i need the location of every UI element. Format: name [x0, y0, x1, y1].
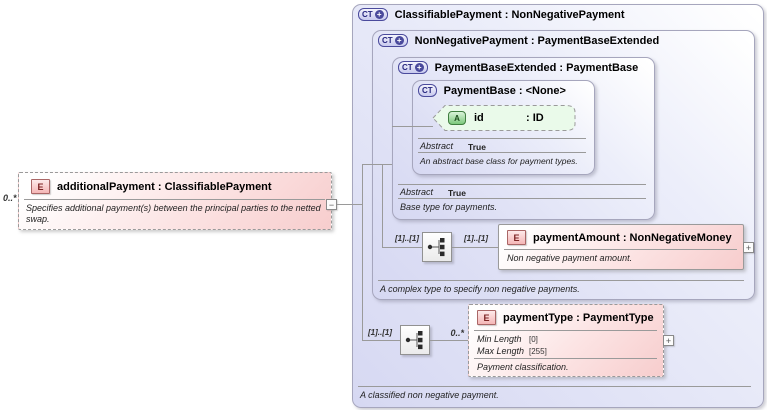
- complex-type-title: ClassifiablePayment : NonNegativePayment: [394, 8, 625, 21]
- ct-icon-label: CT: [422, 86, 433, 95]
- element-icon: E: [477, 310, 496, 325]
- complex-type-icon: CT+: [398, 61, 428, 74]
- occurrence-label: 0..*: [450, 328, 464, 338]
- facet-divider: [474, 330, 657, 331]
- attribute-name: id: [474, 112, 484, 124]
- connector-line: [430, 340, 468, 341]
- e-icon-label: E: [513, 232, 520, 243]
- facet-divider: [398, 198, 646, 199]
- element-icon: E: [31, 179, 50, 194]
- connector-line: [337, 204, 362, 205]
- attribute-type: : ID: [526, 112, 544, 124]
- ct-icon-label: CT: [362, 10, 373, 19]
- facet-value: [0]: [529, 335, 538, 344]
- element-title: additionalPayment : ClassifiablePayment: [57, 180, 272, 193]
- complex-type-header[interactable]: CT+ ClassifiablePayment : NonNegativePay…: [358, 8, 625, 21]
- complex-type-title: PaymentBase : <None>: [443, 84, 566, 97]
- facet-divider: [398, 184, 646, 185]
- element-box-additional-payment[interactable]: E additionalPayment : ClassifiablePaymen…: [18, 172, 332, 230]
- complex-type-icon: CT: [418, 84, 437, 97]
- attribute-icon: A: [448, 111, 466, 125]
- complex-type-annotation: A classified non negative payment.: [360, 390, 499, 400]
- ct-icon-label: CT: [382, 36, 393, 45]
- annotation-divider: [358, 386, 751, 387]
- connector-line: [362, 340, 400, 341]
- complex-type-title: PaymentBaseExtended : PaymentBase: [434, 61, 639, 74]
- abstract-facet-label: Abstract: [400, 187, 434, 197]
- connector-line: [392, 126, 433, 127]
- facet-label: Max Length: [477, 346, 525, 356]
- annotation-divider: [504, 249, 737, 250]
- connector-line: [362, 164, 392, 165]
- ct-icon-label: CT: [402, 63, 413, 72]
- element-box-payment-amount[interactable]: E paymentAmount : NonNegativeMoney Non n…: [498, 224, 744, 270]
- complex-type-header[interactable]: CT+ NonNegativePayment : PaymentBaseExte…: [378, 34, 659, 47]
- annotation-divider: [24, 199, 325, 200]
- annotation-divider: [474, 358, 657, 359]
- element-header[interactable]: E additionalPayment : ClassifiablePaymen…: [31, 179, 272, 194]
- facet-divider: [418, 138, 586, 139]
- occurrence-label: [1]..[1]: [395, 234, 419, 243]
- connector-line: [382, 164, 383, 248]
- occurrence-label: [1]..[1]: [368, 328, 392, 337]
- facet-label: Min Length: [477, 334, 522, 344]
- e-icon-label: E: [37, 181, 44, 192]
- connector-line: [362, 164, 363, 341]
- sequence-compositor-icon[interactable]: [422, 232, 452, 262]
- abstract-facet-value: True: [468, 142, 486, 152]
- complex-type-header[interactable]: CT PaymentBase : <None>: [418, 84, 566, 97]
- expand-button-payment-type[interactable]: +: [663, 335, 674, 346]
- facet-value: [255]: [529, 347, 547, 356]
- derived-plus-icon: +: [394, 36, 404, 45]
- e-icon-label: E: [483, 312, 490, 323]
- element-header[interactable]: E paymentAmount : NonNegativeMoney: [507, 230, 732, 245]
- attribute-box-id[interactable]: A id : ID: [432, 103, 578, 133]
- element-box-payment-type[interactable]: E paymentType : PaymentType Min Length […: [468, 304, 664, 377]
- element-annotation: Non negative payment amount.: [507, 253, 633, 263]
- connector-line: [382, 247, 422, 248]
- complex-type-title: NonNegativePayment : PaymentBaseExtended: [414, 34, 660, 47]
- connector-line: [452, 247, 498, 248]
- complex-type-header[interactable]: CT+ PaymentBaseExtended : PaymentBase: [398, 61, 638, 74]
- element-title: paymentType : PaymentType: [503, 311, 654, 324]
- derived-plus-icon: +: [414, 63, 424, 72]
- occurrence-label: [1]..[1]: [464, 234, 488, 243]
- collapse-button-additional-payment[interactable]: −: [326, 199, 337, 210]
- expand-button-payment-amount[interactable]: +: [743, 242, 754, 253]
- cardinality-label: 0..*: [3, 193, 17, 203]
- element-annotation: Specifies additional payment(s) between …: [26, 203, 321, 224]
- complex-type-annotation: An abstract base class for payment types…: [420, 156, 578, 166]
- complex-type-annotation: Base type for payments.: [400, 202, 498, 212]
- complex-type-annotation: A complex type to specify non negative p…: [380, 284, 580, 294]
- element-icon: E: [507, 230, 526, 245]
- abstract-facet-label: Abstract: [420, 141, 454, 151]
- sequence-compositor-icon[interactable]: [400, 325, 430, 355]
- element-annotation: Payment classification.: [477, 362, 569, 372]
- complex-type-icon: CT+: [358, 8, 388, 21]
- element-title: paymentAmount : NonNegativeMoney: [533, 231, 732, 244]
- element-header[interactable]: E paymentType : PaymentType: [477, 310, 654, 325]
- a-icon-label: A: [454, 113, 460, 123]
- sequence-glyph-icon: [427, 238, 445, 257]
- annotation-divider: [378, 280, 744, 281]
- facet-divider: [418, 152, 586, 153]
- complex-type-icon: CT+: [378, 34, 408, 47]
- derived-plus-icon: +: [374, 10, 384, 19]
- sequence-glyph-icon: [405, 331, 423, 350]
- abstract-facet-value: True: [448, 188, 466, 198]
- attribute-shape: [432, 105, 576, 131]
